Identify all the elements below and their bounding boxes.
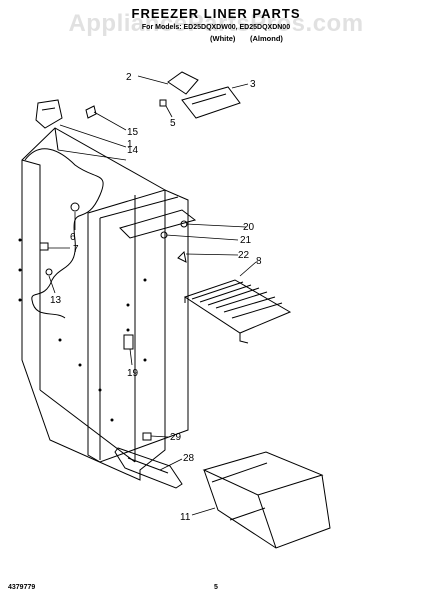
part-5 <box>159 99 167 107</box>
liner-front-panel <box>87 189 189 463</box>
leader-lines <box>48 75 257 516</box>
bracket-part-2 <box>167 71 199 95</box>
rail-part-28 <box>114 447 183 489</box>
freezer-liner <box>18 127 166 481</box>
variant-almond: (Almond) <box>250 34 283 43</box>
part-22 <box>177 250 187 263</box>
callout-1: 1 <box>127 139 133 150</box>
callout-28: 28 <box>183 453 195 464</box>
callout-20: 20 <box>243 222 255 233</box>
variant-white: (White) <box>210 34 236 43</box>
page-number: 5 <box>214 584 218 591</box>
callout-labels: 1 2 3 5 6 7 8 11 13 14 15 19 20 21 22 28… <box>50 72 262 523</box>
watermark: AppliancePartsPros.com <box>68 10 364 37</box>
light-shield-part-3 <box>181 86 241 119</box>
callout-8: 8 <box>256 256 262 267</box>
callout-11: 11 <box>180 512 191 523</box>
callout-7: 7 <box>73 244 79 255</box>
storage-bin-part-11 <box>202 451 331 549</box>
callout-21: 21 <box>240 235 252 246</box>
connector-part-7 <box>39 242 49 251</box>
callout-6: 6 <box>70 232 76 243</box>
connector-part-6 <box>70 202 80 212</box>
callout-22: 22 <box>238 250 250 261</box>
callout-19: 19 <box>127 368 139 379</box>
bracket-part-14 <box>35 99 63 129</box>
callout-29: 29 <box>170 432 182 443</box>
screw-part-15 <box>85 105 97 119</box>
callout-2: 2 <box>126 72 132 83</box>
callout-3: 3 <box>250 79 256 90</box>
callout-15: 15 <box>127 127 139 138</box>
model-line: For Models: ED25DQXDW00, ED25DQXDN00 <box>141 24 291 31</box>
cover-plate <box>119 209 197 239</box>
wire-shelf-part-8 <box>183 279 292 344</box>
callout-14: 14 <box>127 145 139 156</box>
page-title: FREEZER LINER PARTS <box>131 6 301 21</box>
callout-5: 5 <box>170 118 176 129</box>
connector-part-13 <box>45 268 53 276</box>
callout-13: 13 <box>50 295 62 306</box>
part-number: 4379779 <box>8 584 36 591</box>
part-19 <box>123 334 134 350</box>
part-29 <box>142 432 152 441</box>
